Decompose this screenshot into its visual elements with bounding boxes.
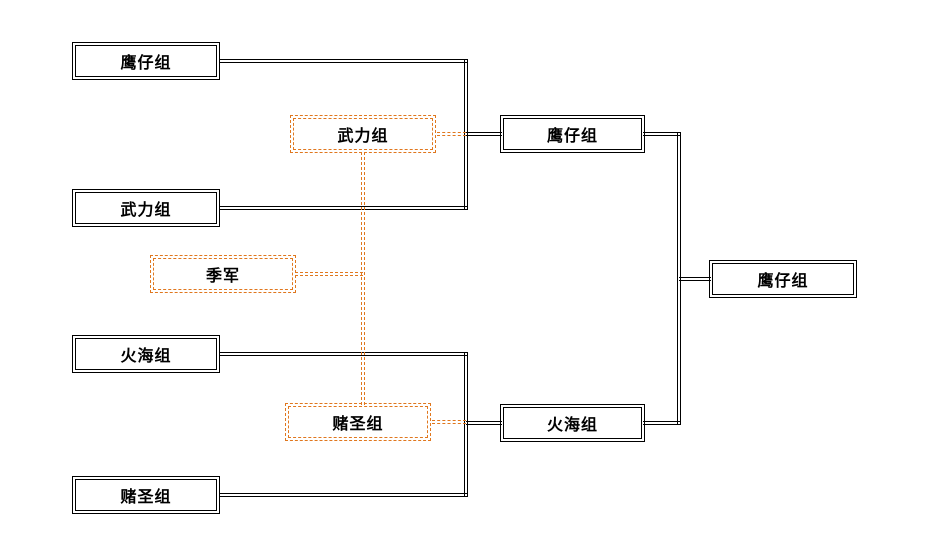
- connector-top-team2-h: [219, 206, 468, 210]
- connector-consolation-v: [361, 152, 365, 405]
- winner-box-semifinal-top: 鹰仔组: [500, 115, 645, 153]
- team-label: 鹰仔组: [546, 126, 598, 145]
- team-label: 赌圣组: [332, 414, 384, 433]
- loser-box-semifinal-top: 武力组: [290, 115, 436, 153]
- connector-final-bottom-h: [643, 421, 681, 425]
- third-place-box: 季军: [150, 255, 296, 293]
- connector-top-team1-h: [219, 59, 468, 63]
- team-box-round1-dusheng: 赌圣组: [72, 476, 220, 514]
- connector-bottom-winner-h: [466, 421, 502, 425]
- team-box-round1-yingzai: 鹰仔组: [72, 42, 220, 80]
- connector-bottom-team2-h: [219, 493, 468, 497]
- winner-box-semifinal-bottom: 火海组: [500, 404, 645, 442]
- team-label: 赌圣组: [120, 487, 172, 506]
- connector-loser-top-h: [437, 132, 466, 136]
- team-box-round1-wuli: 武力组: [72, 189, 220, 227]
- team-box-round1-huohai: 火海组: [72, 335, 220, 373]
- loser-box-semifinal-bottom: 赌圣组: [285, 403, 431, 441]
- team-label: 火海组: [120, 346, 172, 365]
- team-label: 鹰仔组: [120, 53, 172, 72]
- team-label: 武力组: [337, 126, 389, 145]
- connector-final-top-h: [643, 132, 681, 136]
- connector-final-v: [677, 132, 681, 425]
- team-label: 火海组: [546, 415, 598, 434]
- team-label: 武力组: [120, 200, 172, 219]
- champion-label: 鹰仔组: [757, 271, 809, 290]
- connector-top-winner-h: [466, 132, 502, 136]
- third-place-label: 季军: [205, 266, 240, 285]
- connector-loser-bottom-h: [432, 420, 466, 424]
- connector-champion-h: [679, 277, 711, 281]
- connector-top-match-v: [464, 59, 468, 210]
- connector-third-place-h: [295, 272, 363, 276]
- connector-bottom-team1-h: [219, 352, 468, 356]
- champion-box: 鹰仔组: [709, 260, 857, 298]
